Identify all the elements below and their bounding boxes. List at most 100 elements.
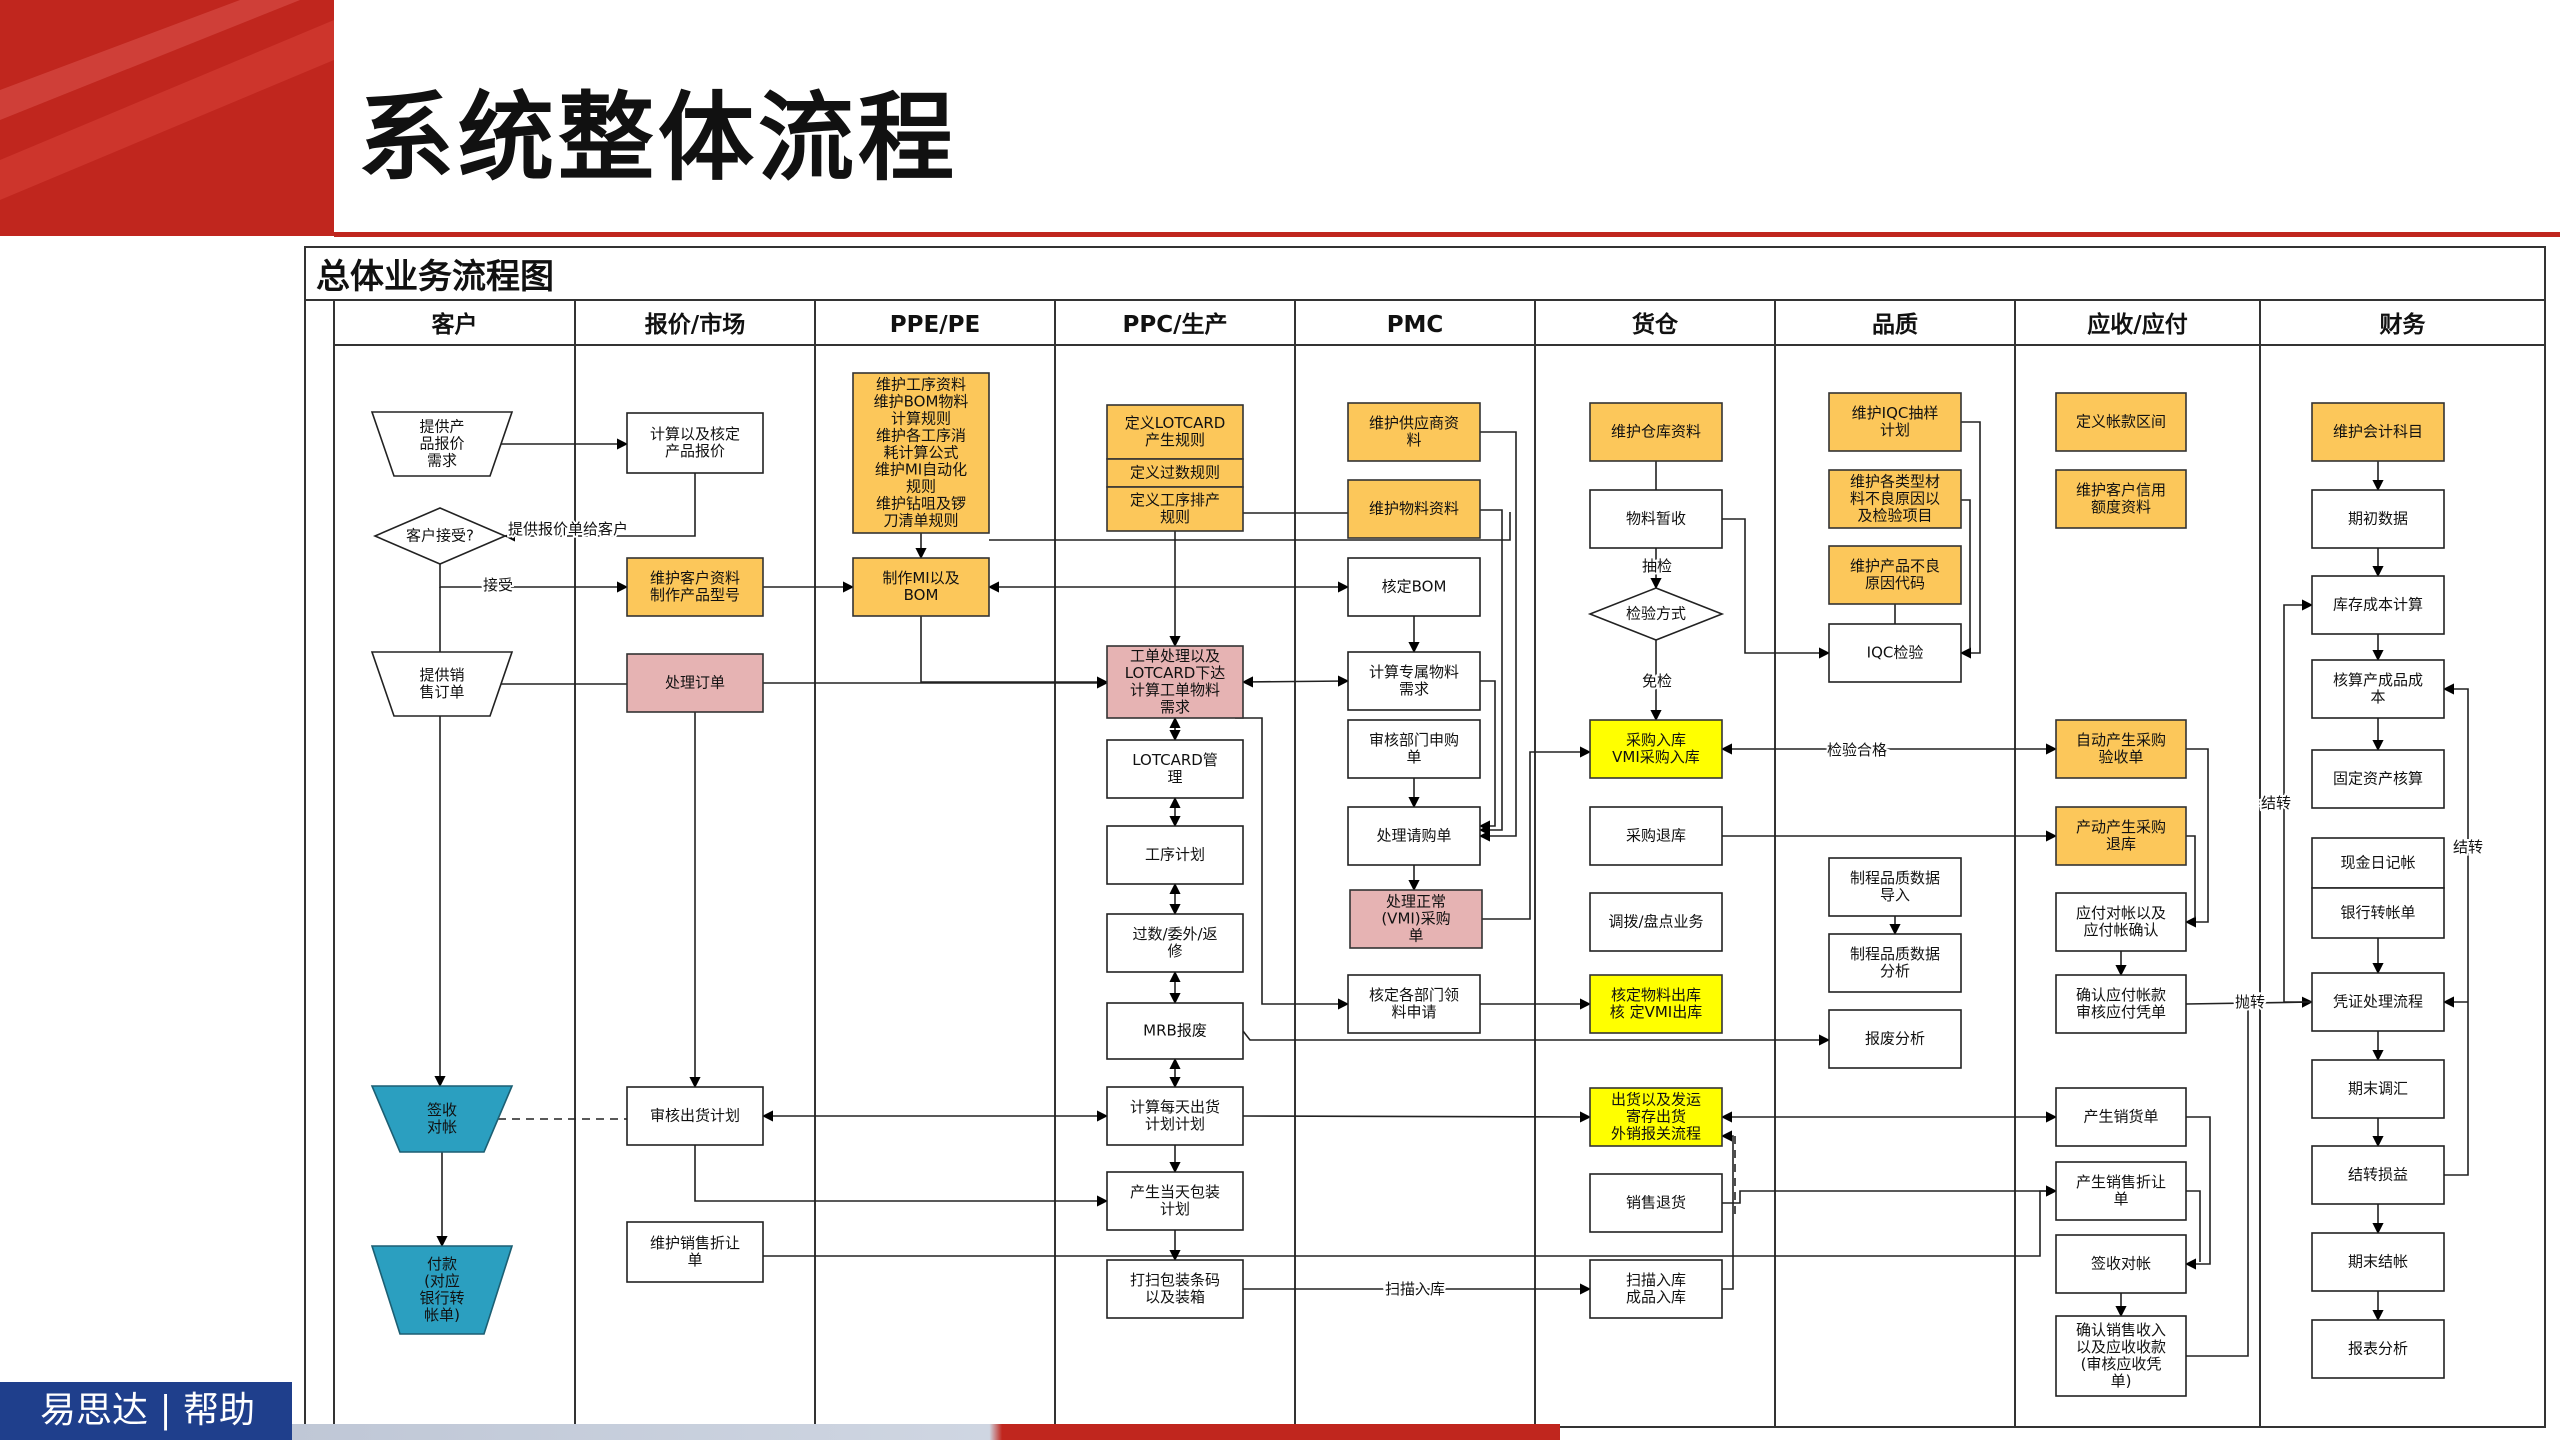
flow-node-mk-ship[interactable]: 审核出货计划: [626, 1086, 764, 1146]
flow-edge: [2184, 748, 2209, 928]
flow-node-pc-out[interactable]: 过数/委外/返修: [1106, 913, 1244, 973]
flow-node-pmc-bom[interactable]: 核定BOM: [1347, 557, 1481, 617]
flow-node-label: 分析: [1880, 962, 1910, 980]
flow-node-ar-period[interactable]: 定义帐款区间: [2055, 392, 2187, 452]
flow-node-label: 产生销售折让: [2076, 1173, 2166, 1191]
flow-node-label: 计算专属物料: [1369, 663, 1459, 681]
flow-node-ar-sign[interactable]: 签收对帐: [2055, 1234, 2187, 1294]
flow-node-fin-voucher[interactable]: 凭证处理流程: [2311, 972, 2445, 1032]
flow-node-fin-stock[interactable]: 库存成本计算: [2311, 575, 2445, 635]
flow-node-label: 品报价: [419, 435, 464, 453]
flow-node-label: 出货以及发运: [1611, 1091, 1701, 1109]
flow-node-pc-mrb[interactable]: MRB报废: [1106, 1002, 1244, 1060]
flow-node-label: 确认应付帐款: [2076, 986, 2166, 1004]
flow-edge: [920, 616, 1109, 688]
flow-node-pmc-req[interactable]: 处理请购单: [1347, 806, 1481, 866]
flow-node-cust-accept[interactable]: 客户接受?: [372, 507, 508, 565]
flow-node-label: 打扫包装条码: [1130, 1271, 1220, 1289]
flow-node-label: 制程品质数据: [1850, 869, 1940, 887]
flow-node-wh-info[interactable]: 维护仓库资料: [1589, 402, 1723, 462]
flow-node-fin-pl[interactable]: 结转损益: [2311, 1145, 2445, 1205]
flow-edge: [694, 1145, 1109, 1207]
flow-node-pc-pass[interactable]: 定义过数规则: [1106, 458, 1244, 488]
flow-node-label: (对应: [424, 1272, 460, 1290]
flow-node-cust-sign[interactable]: 签收对帐: [370, 1085, 514, 1153]
flow-node-fin-bank[interactable]: 银行转帐单: [2311, 887, 2445, 939]
flow-node-fin-acct[interactable]: 维护会计科目: [2311, 402, 2445, 462]
flow-node-label: 单): [2111, 1372, 2132, 1390]
flow-node-label: LOTCARD下达: [1125, 664, 1226, 682]
flow-node-ar-sales[interactable]: 产生销货单: [2055, 1087, 2187, 1147]
flow-node-fin-close[interactable]: 期末结帐: [2311, 1232, 2445, 1292]
flow-node-label: 需求: [1160, 698, 1190, 716]
flow-node-q-iqc[interactable]: IQC检验: [1828, 623, 1962, 683]
flow-node-label: 处理请购单: [1376, 827, 1451, 845]
flow-node-label: 维护供应商资: [1369, 414, 1459, 432]
flow-node-label: BOM: [904, 586, 939, 604]
flow-node-wh-count[interactable]: 调拨/盘点业务: [1589, 892, 1723, 952]
flow-node-label: 固定资产核算: [2333, 770, 2423, 788]
flow-node-label: 维护客户信用: [2076, 481, 2166, 499]
flow-node-fin-report[interactable]: 报表分析: [2311, 1319, 2445, 1379]
flow-node-wh-ret[interactable]: 采购退库: [1589, 806, 1723, 866]
flow-node-label: 银行转帐单: [2340, 904, 2415, 922]
edge-label-accept: 接受: [483, 576, 513, 594]
edge-label-transfer: 结转: [2453, 838, 2483, 856]
flow-edge: [1242, 1111, 1592, 1123]
flow-node-mk-order[interactable]: 处理订单: [626, 653, 764, 713]
flow-node-wh-method[interactable]: 检验方式: [1587, 587, 1725, 641]
edge-label-throw: 抛转: [2235, 993, 2265, 1011]
flow-node-label: 验收单: [2098, 748, 2143, 766]
flow-node-label: 核定各部门领: [1369, 986, 1459, 1004]
flow-node-fin-cash[interactable]: 现金日记帐: [2311, 837, 2445, 889]
flow-edge: [2186, 1004, 2249, 1357]
flow-node-label: 采购退库: [1626, 827, 1686, 845]
flow-node-fin-asset[interactable]: 固定资产核算: [2311, 749, 2445, 809]
flow-node-pmc-mat[interactable]: 维护物料资料: [1347, 479, 1481, 539]
flow-node-wh-sret[interactable]: 销售退货: [1589, 1173, 1723, 1233]
flow-node-wh-recv[interactable]: 物料暂收: [1589, 489, 1723, 549]
flow-node-fin-init[interactable]: 期初数据: [2311, 489, 2445, 549]
flow-node-pmc-vmi[interactable]: 处理正常(VMI)采购单: [1349, 889, 1483, 949]
flow-node-fin-adjust[interactable]: 期末调汇: [2311, 1059, 2445, 1119]
flow-node-label: 期末调汇: [2348, 1080, 2408, 1098]
flow-node-pc-plan[interactable]: 工序计划: [1106, 825, 1244, 885]
flow-node-pe-rules[interactable]: 维护工序资料维护BOM物料计算规则维护各工序消耗计算公式维护MI自动化规则维护钻…: [852, 372, 990, 534]
flow-node-q-scrap[interactable]: 报废分析: [1828, 1009, 1962, 1069]
